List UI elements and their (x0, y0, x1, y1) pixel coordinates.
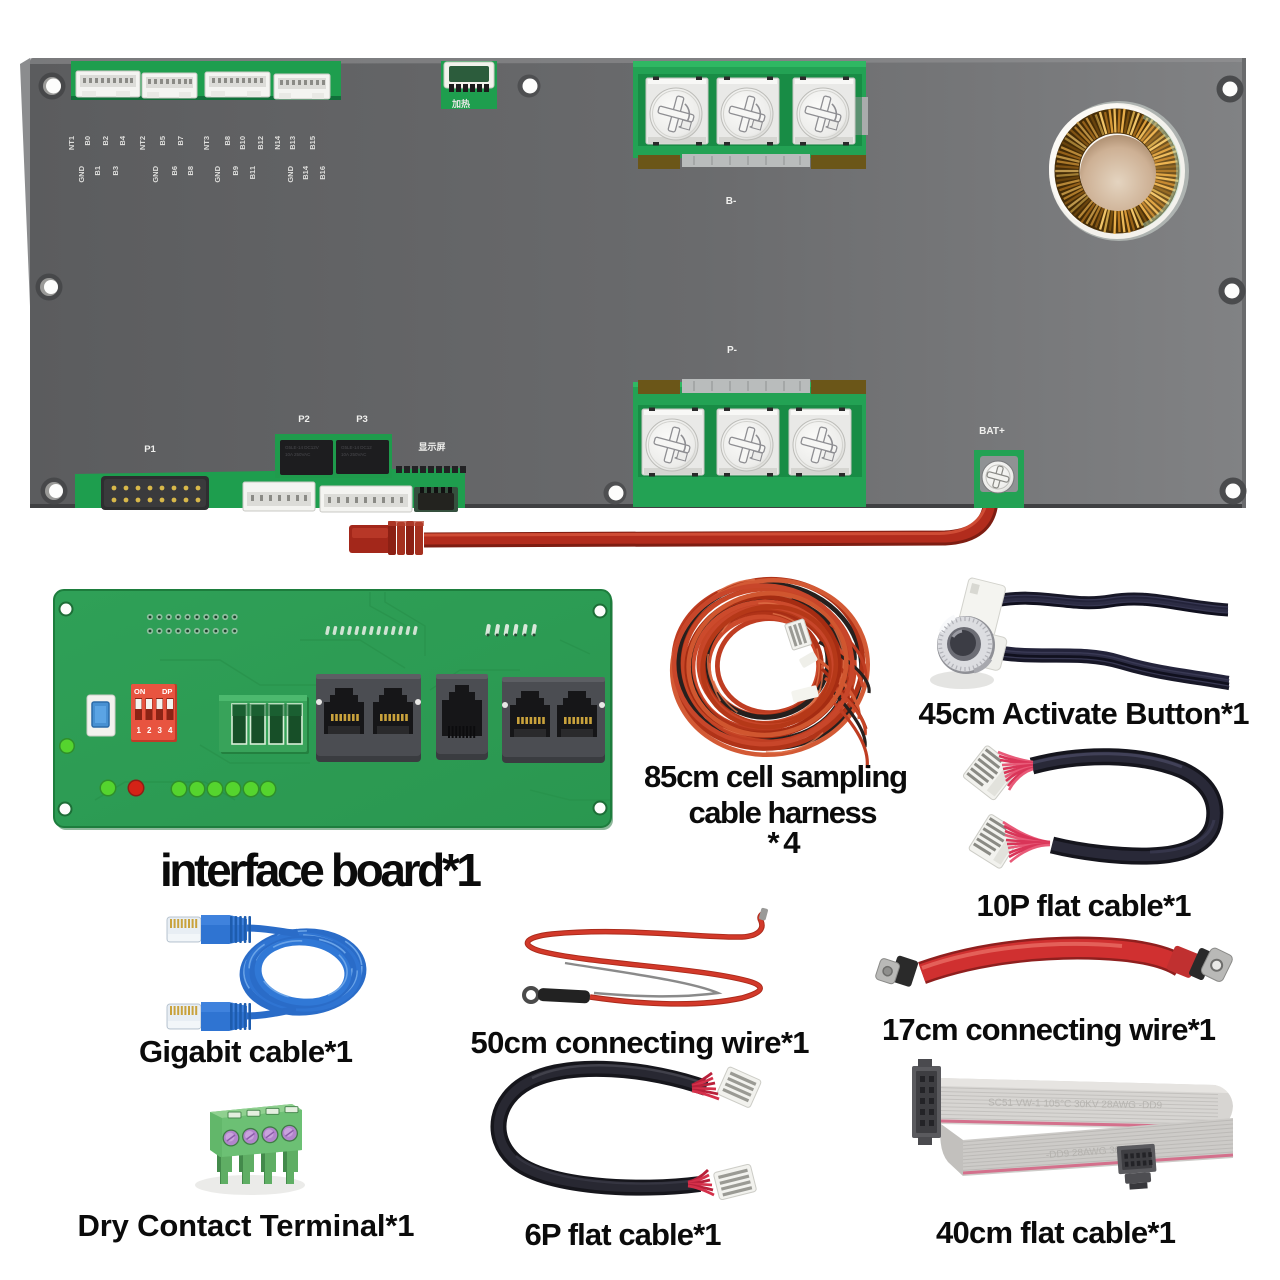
svg-text:G5LE-14 DC12V: G5LE-14 DC12V (285, 445, 319, 450)
svg-text:B2: B2 (101, 136, 110, 146)
svg-text:P2: P2 (298, 414, 310, 425)
svg-text:GND: GND (286, 165, 295, 182)
svg-text:GND: GND (151, 165, 160, 182)
svg-text:NT2: NT2 (138, 136, 147, 150)
svg-text:GND: GND (77, 165, 86, 182)
svg-text:B13: B13 (288, 136, 297, 150)
svg-text:B9: B9 (231, 166, 240, 176)
svg-text:B10: B10 (238, 136, 247, 150)
svg-text:B8: B8 (186, 166, 195, 176)
svg-text:B1: B1 (93, 166, 102, 176)
svg-text:SC51 VW-1 105°C 30KV 28AWG: SC51 VW-1 105°C 30KV 28AWG -DD9 (988, 1097, 1163, 1111)
svg-text:3: 3 (158, 726, 163, 735)
svg-text:GND: GND (213, 165, 222, 182)
svg-text:Gigabit cable*1: Gigabit cable*1 (139, 1034, 353, 1069)
svg-text:interface board*1: interface board*1 (160, 844, 482, 896)
svg-text:B0: B0 (83, 136, 92, 146)
svg-text:P3: P3 (356, 414, 368, 425)
svg-text:P-: P- (727, 345, 737, 356)
svg-text:B4: B4 (118, 135, 127, 145)
svg-text:45cm Activate Button*1: 45cm Activate Button*1 (919, 696, 1250, 731)
svg-text:40cm flat cable*1: 40cm flat cable*1 (936, 1215, 1176, 1250)
svg-text:4: 4 (168, 726, 173, 735)
svg-text:17cm connecting wire*1: 17cm connecting wire*1 (882, 1012, 1216, 1047)
svg-text:N14: N14 (273, 135, 282, 150)
svg-text:B12: B12 (256, 136, 265, 150)
svg-text:B16: B16 (318, 166, 327, 180)
svg-text:B14: B14 (301, 165, 310, 180)
svg-text:1: 1 (137, 726, 142, 735)
svg-text:ON: ON (134, 687, 145, 696)
svg-text:50cm connecting wire*1: 50cm connecting wire*1 (471, 1025, 810, 1060)
svg-text:B7: B7 (176, 136, 185, 146)
svg-text:*4: *4 (768, 825, 802, 860)
svg-text:DP: DP (162, 687, 172, 696)
svg-text:B-: B- (726, 196, 737, 207)
svg-text:NT1: NT1 (67, 136, 76, 150)
svg-text:10A 250VAC: 10A 250VAC (285, 452, 311, 457)
svg-text:10A 250VAC: 10A 250VAC (341, 452, 367, 457)
svg-text:Dry Contact Terminal*1: Dry Contact Terminal*1 (78, 1208, 415, 1243)
svg-text:加热: 加热 (451, 98, 470, 109)
svg-text:B8: B8 (223, 136, 232, 146)
svg-text:B5: B5 (158, 136, 167, 146)
svg-text:cable harness: cable harness (689, 795, 878, 830)
svg-text:G5LE-14 DC12: G5LE-14 DC12 (341, 445, 372, 450)
svg-text:显示屏: 显示屏 (418, 442, 445, 452)
svg-text:BAT+: BAT+ (979, 426, 1005, 437)
svg-text:P1: P1 (144, 444, 156, 455)
svg-text:B6: B6 (170, 166, 179, 176)
svg-text:10P flat cable*1: 10P flat cable*1 (977, 888, 1192, 923)
svg-text:B3: B3 (111, 166, 120, 176)
svg-text:NT3: NT3 (202, 136, 211, 150)
svg-text:B11: B11 (248, 166, 257, 179)
svg-text:85cm cell sampling: 85cm cell sampling (644, 759, 908, 794)
svg-text:6P flat cable*1: 6P flat cable*1 (525, 1217, 722, 1252)
svg-text:B15: B15 (308, 136, 317, 150)
svg-text:2: 2 (147, 726, 152, 735)
